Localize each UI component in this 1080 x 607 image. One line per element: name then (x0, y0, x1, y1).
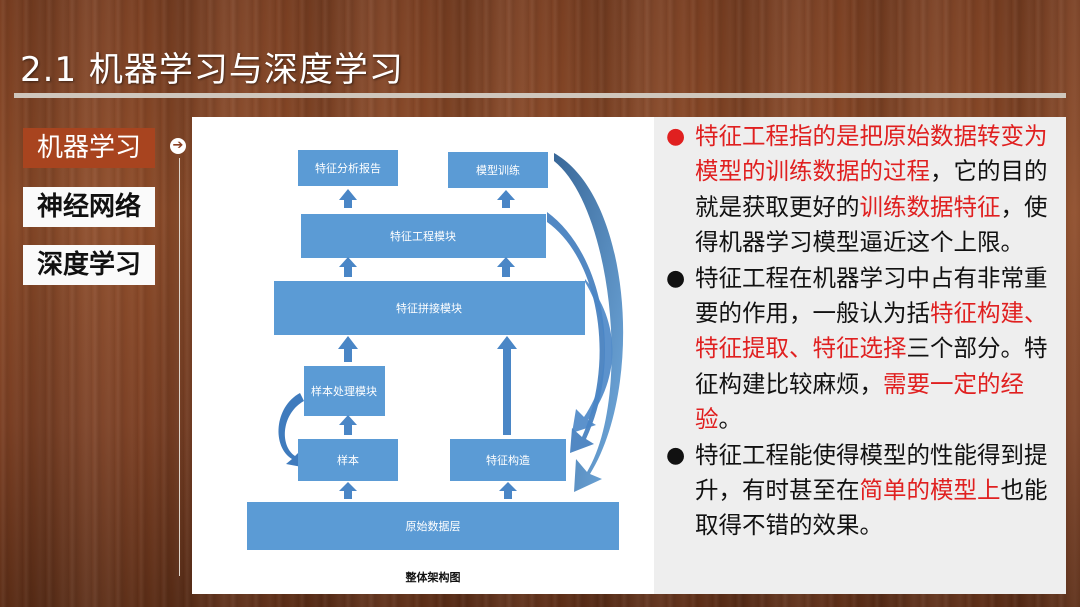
up-arrows (338, 189, 517, 499)
up-arrow-construction (499, 482, 517, 499)
body-text: ，它的目的就是获取更好的 (695, 157, 1048, 221)
circle-arrow-right-icon: ➔ (170, 138, 186, 154)
box-splicing-label: 特征拼接模块 (396, 301, 462, 315)
box-report-label: 特征分析报告 (315, 161, 381, 175)
highlight-text: 需要一定的经验 (695, 369, 1024, 434)
highlight-text: 简单的模型上 (859, 476, 1001, 505)
body-text: 。 (718, 405, 743, 434)
up-arrow-splicing-right (497, 336, 517, 435)
body-text: 三个部分。特征构建比较麻烦， (695, 334, 1048, 398)
bullet-dot-icon: ● (666, 265, 686, 291)
box-sample-processing-label: 样本处理模块 (311, 384, 377, 398)
box-splicing: 特征拼接模块 (274, 281, 585, 335)
up-arrow-to-report (339, 189, 357, 208)
up-arrow-sample-processing (339, 415, 357, 435)
nav-item-machine-learning[interactable]: 机器学习 (23, 128, 155, 168)
box-sample-label: 样本 (337, 453, 359, 467)
curve-arrow-inner (572, 279, 613, 433)
architecture-diagram: 特征分析报告 模型训练 特征工程模块 特征拼接模块 样本处理模块 样本 特征构造 (247, 150, 624, 584)
up-arrow-engineering-right (497, 257, 515, 277)
box-raw-data: 原始数据层 (247, 502, 619, 550)
up-arrow-engineering-left (339, 257, 357, 277)
box-construction-label: 特征构造 (486, 453, 530, 467)
bullet-dot-icon: ● (666, 442, 686, 468)
body-text: 特征工程能使得模型的性能得到提升，有时甚至在 (695, 440, 1048, 505)
body-text: ，使得机器学习模型逼近这个上限。 (695, 192, 1048, 257)
box-sample: 样本 (298, 439, 398, 481)
bullet-dot-icon: ● (666, 124, 686, 149)
body-text: 特征工程在机器学习中占有非常重要的作用，一般认为括 (695, 263, 1048, 328)
box-raw-data-label: 原始数据层 (406, 519, 461, 533)
up-arrow-to-training (497, 190, 515, 208)
bullet-item: ● 特征工程指的是把原始数据转变为模型的训练数据的过程，它的目的就是获取更好的训练… (666, 119, 1060, 261)
box-engineering-label: 特征工程模块 (390, 229, 456, 243)
text-panel (654, 117, 1066, 594)
up-arrow-sample (339, 482, 357, 499)
box-sample-processing: 样本处理模块 (304, 366, 385, 416)
curve-arrow-middle (547, 212, 606, 453)
nav-divider (179, 158, 180, 576)
diagram-caption: 整体架构图 (405, 570, 461, 584)
highlight-text: 训练数据特征 (859, 192, 1001, 221)
bullet-item: ● 特征工程能使得模型的性能得到提升，有时甚至在简单的模型上也能取得不错的效果。 (666, 438, 1060, 544)
body-text: 也能取得不错的效果。 (695, 476, 1048, 540)
bullet-item: ● 特征工程在机器学习中占有非常重要的作用，一般认为括特征构建、特征提取、特征选择… (666, 261, 1060, 438)
box-construction: 特征构造 (450, 439, 566, 481)
title-underline (14, 93, 1066, 98)
curve-arrow-outer (554, 153, 624, 492)
curve-arrow-left (278, 393, 304, 467)
box-training-label: 模型训练 (476, 163, 520, 177)
box-engineering: 特征工程模块 (301, 214, 546, 258)
up-arrow-splicing-left (338, 336, 358, 362)
bullet-list: ● 特征工程指的是把原始数据转变为模型的训练数据的过程，它的目的就是获取更好的训练… (666, 119, 1060, 544)
nav-item-neural-network[interactable]: 神经网络 (23, 187, 155, 227)
nav-item-deep-learning[interactable]: 深度学习 (23, 245, 155, 285)
highlight-text: 特征工程指的是把原始数据转变为模型的训练数据的过程 (695, 122, 1048, 186)
slide-title: 2.1 机器学习与深度学习 (20, 50, 404, 90)
highlight-text: 特征构建、特征提取、特征选择 (695, 299, 1048, 363)
box-report: 特征分析报告 (298, 150, 398, 186)
box-training: 模型训练 (448, 152, 548, 188)
